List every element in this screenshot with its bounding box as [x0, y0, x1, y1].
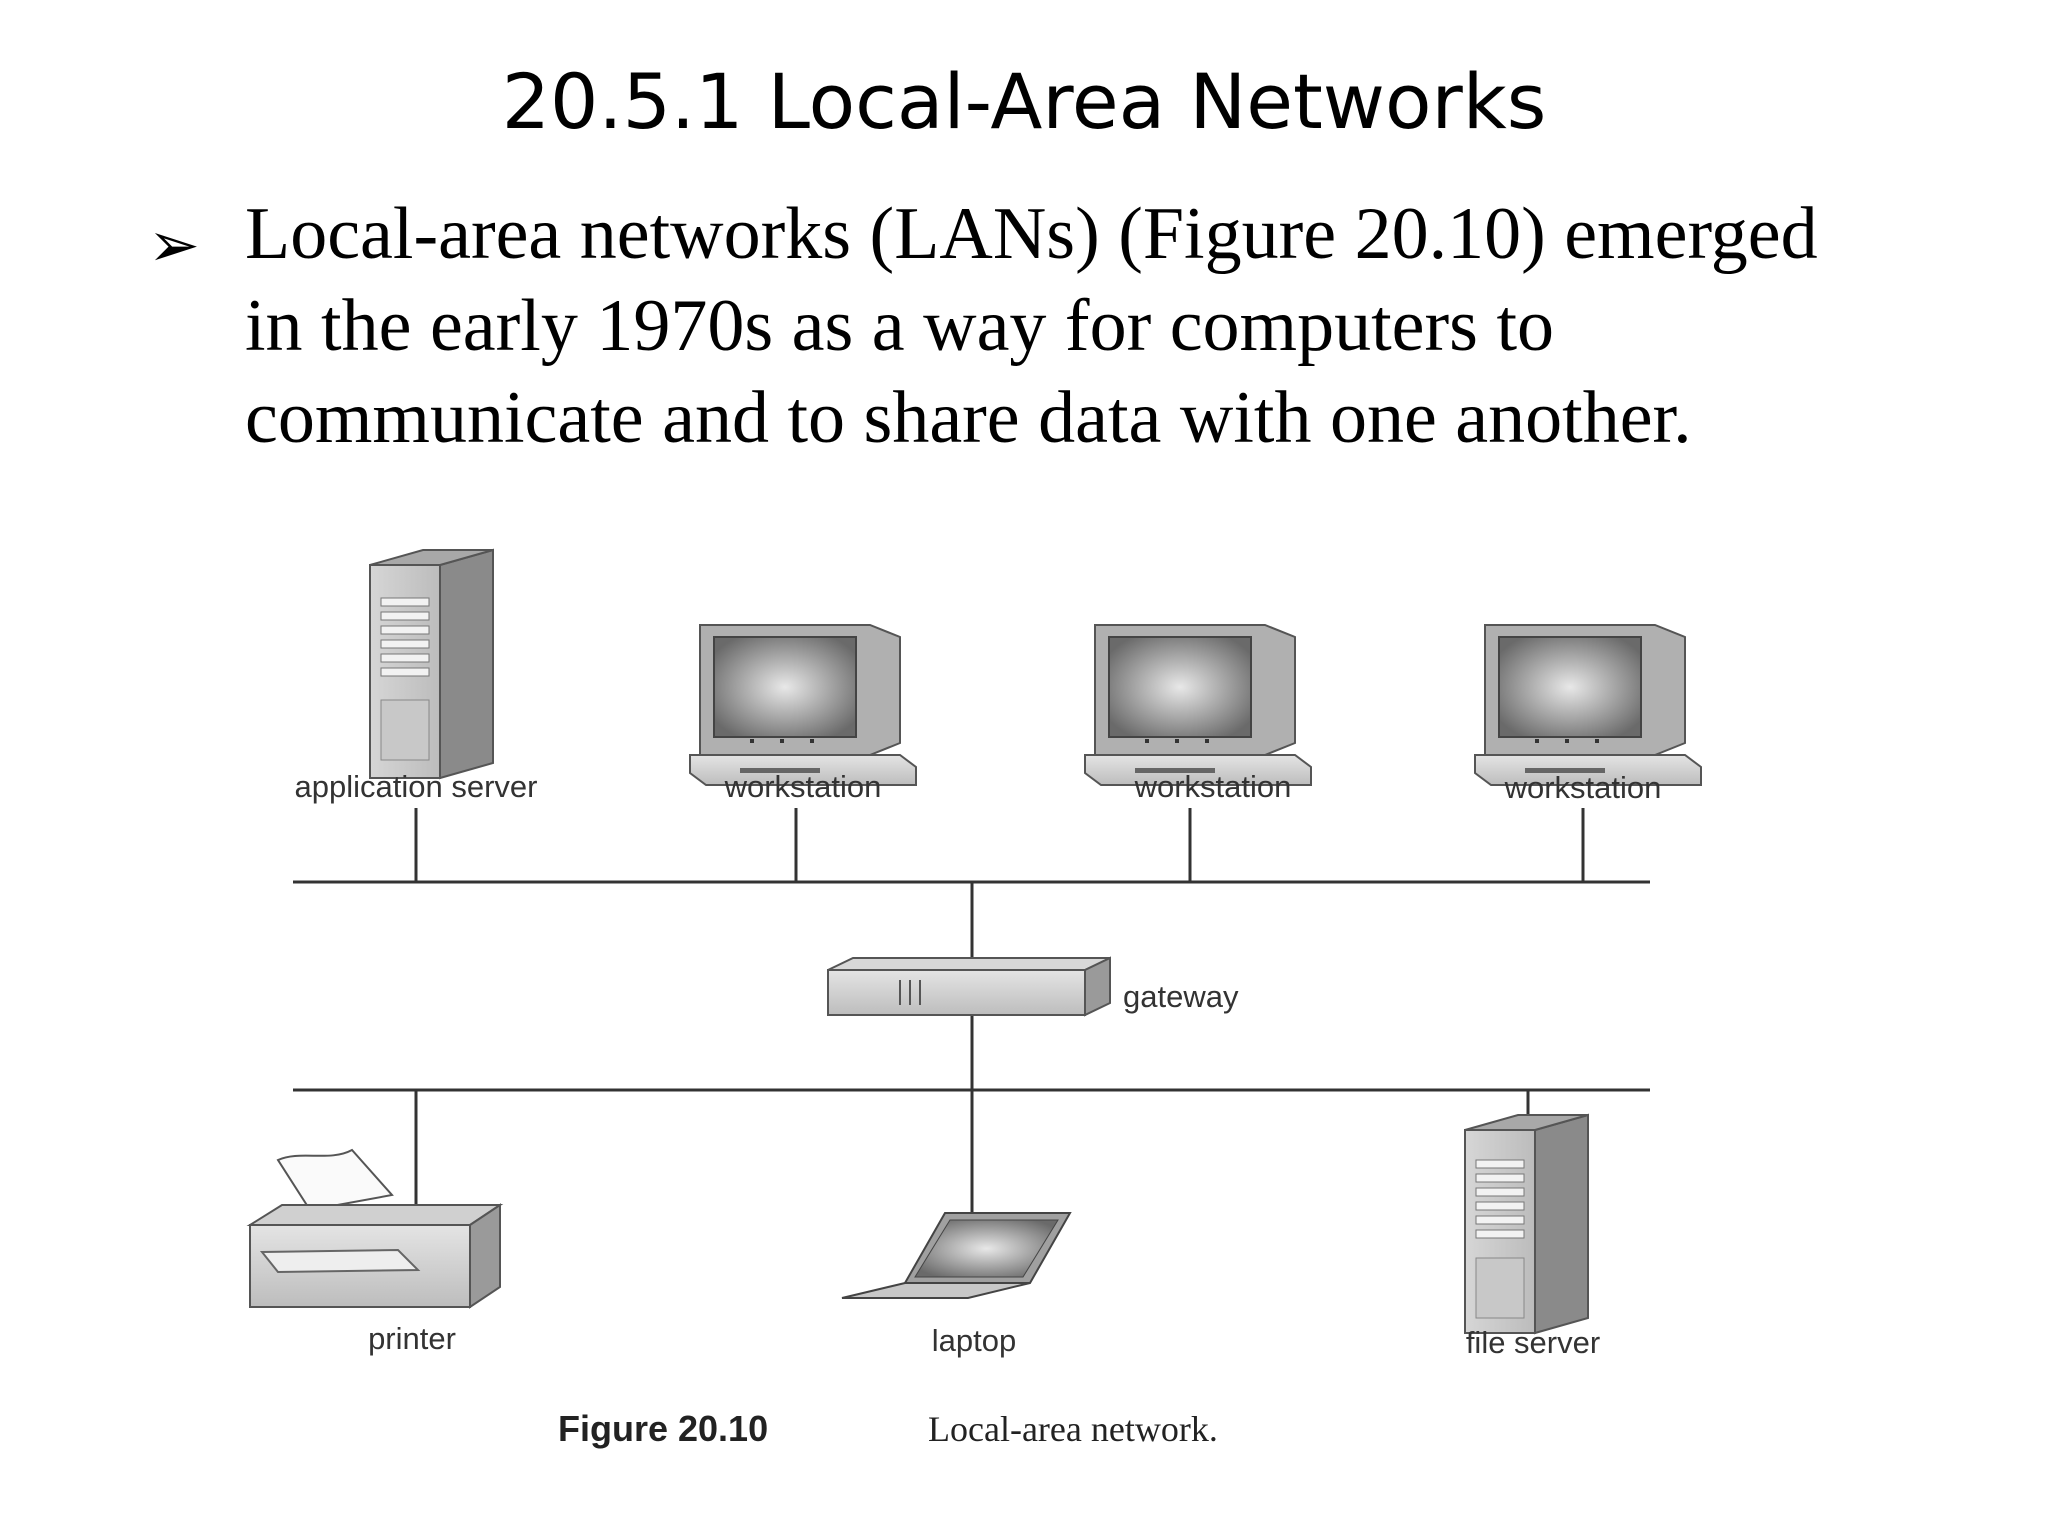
- workstation-3-icon: [1474, 624, 1702, 786]
- workstation-1-icon: [689, 624, 917, 786]
- label-file-server: file server: [1466, 1325, 1600, 1360]
- label-laptop: laptop: [932, 1323, 1016, 1358]
- label-application-server: application server: [295, 769, 538, 804]
- gateway-icon: [827, 956, 1111, 1017]
- label-workstation-2: workstation: [1134, 769, 1292, 804]
- bullet-text: Local-area networks (LANs) (Figure 20.10…: [245, 188, 2005, 464]
- laptop-icon: [841, 1212, 1072, 1299]
- label-printer: printer: [368, 1321, 456, 1356]
- file-server-icon: [1464, 1113, 1589, 1335]
- label-workstation-3: workstation: [1504, 770, 1662, 805]
- bullet-line-3: communicate and to share data with one a…: [245, 377, 1692, 459]
- bullet-line-1: Local-area networks (LANs) (Figure 20.10…: [245, 193, 1818, 275]
- label-workstation-1: workstation: [724, 769, 882, 804]
- slide-title: 20.5.1 Local-Area Networks: [501, 57, 1547, 146]
- workstation-2-icon: [1084, 624, 1312, 786]
- figure-caption-number: Figure 20.10: [558, 1408, 768, 1449]
- network-wiring: [293, 808, 1650, 1230]
- label-gateway: gateway: [1123, 979, 1239, 1014]
- printer-icon: [246, 1148, 504, 1309]
- bullet-line-2: in the early 1970s as a way for computer…: [245, 285, 1555, 367]
- bullet-arrow-icon: ➢: [148, 208, 200, 281]
- figure-caption-text: Local-area network.: [928, 1409, 1218, 1449]
- application-server-icon: [369, 548, 494, 780]
